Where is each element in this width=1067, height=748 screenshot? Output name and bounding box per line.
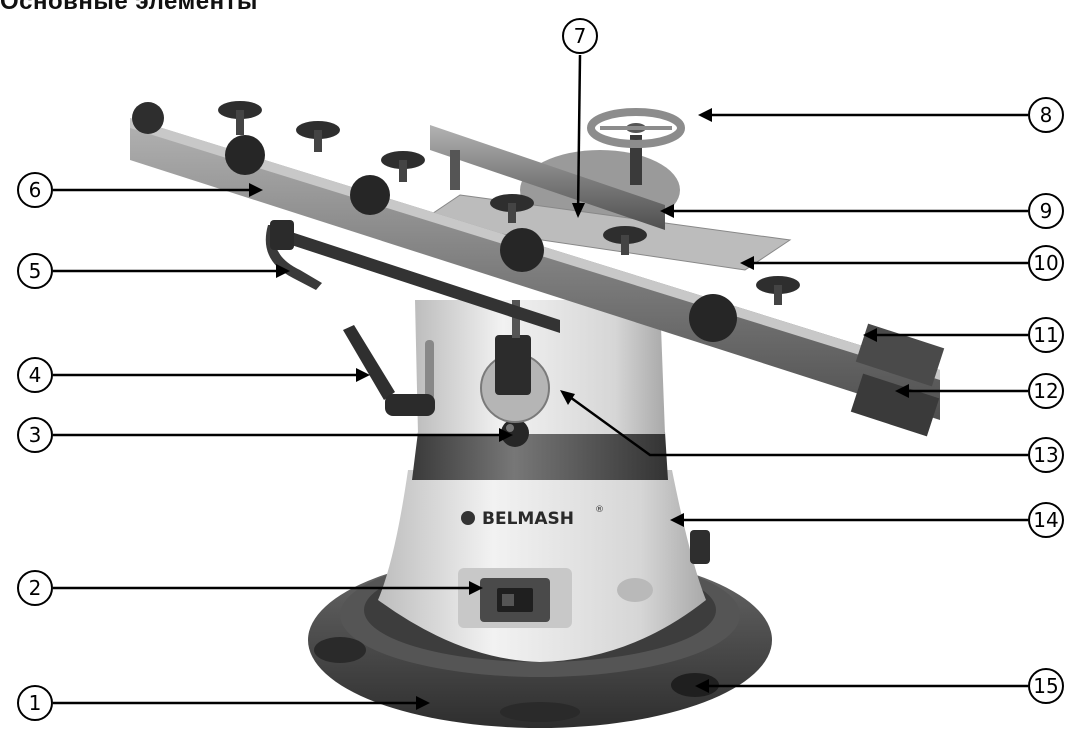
callout-3: 3 — [17, 417, 53, 453]
knife-guard — [430, 125, 665, 230]
callout-14: 14 — [1028, 502, 1064, 538]
star-knob — [296, 121, 340, 152]
callout-5: 5 — [17, 253, 53, 289]
base-side-nut — [690, 530, 710, 564]
base-mount-hole-left — [314, 637, 366, 663]
arrowhead-9 — [660, 204, 674, 218]
star-knob — [500, 228, 544, 272]
angle-setting-block — [480, 300, 550, 423]
arrowhead-8 — [698, 108, 712, 122]
star-knobs — [132, 101, 800, 342]
callout-10: 10 — [1028, 245, 1064, 281]
callout-label-8: 8 — [1040, 103, 1053, 127]
arrowhead-2 — [469, 581, 483, 595]
arrowhead-3 — [499, 428, 513, 442]
beam-end-clamp — [850, 323, 945, 437]
arrowhead-12 — [895, 384, 909, 398]
callout-label-12: 12 — [1033, 379, 1058, 403]
arrowhead-15 — [695, 679, 709, 693]
callout-label-14: 14 — [1033, 508, 1058, 532]
callout-label-10: 10 — [1033, 251, 1058, 275]
arrowhead-5 — [276, 264, 290, 278]
star-knob — [132, 102, 164, 134]
arrowhead-14 — [670, 513, 684, 527]
locking-lever — [343, 325, 435, 416]
power-switch — [480, 578, 550, 622]
page-title: Основные элементы — [0, 0, 258, 15]
callout-1: 1 — [17, 685, 53, 721]
feed-handwheel — [587, 108, 685, 185]
callout-11: 11 — [1028, 317, 1064, 353]
brand-registered-mark: ® — [595, 505, 604, 515]
leader-lines — [53, 54, 1028, 705]
callout-label-15: 15 — [1033, 674, 1058, 698]
callout-label-2: 2 — [29, 576, 42, 600]
arrowhead-10 — [740, 256, 754, 270]
callout-4: 4 — [17, 357, 53, 393]
callout-15: 15 — [1028, 668, 1064, 704]
arrowhead-13 — [560, 390, 575, 405]
callout-label-5: 5 — [29, 259, 42, 283]
arrowhead-1 — [416, 696, 430, 710]
callout-12: 12 — [1028, 373, 1064, 409]
housing-band — [412, 432, 668, 480]
star-knob — [381, 151, 425, 182]
arrowhead-11 — [863, 328, 877, 342]
star-knob — [225, 135, 265, 175]
callout-label-11: 11 — [1033, 323, 1058, 347]
callout-6: 6 — [17, 172, 53, 208]
star-knob — [756, 276, 800, 305]
star-knob — [490, 194, 534, 223]
callout-label-3: 3 — [29, 423, 42, 447]
callout-8: 8 — [1028, 97, 1064, 133]
arrowhead-6 — [249, 183, 263, 197]
side-clamp — [265, 220, 322, 290]
star-knob — [603, 226, 647, 255]
callout-label-13: 13 — [1033, 443, 1058, 467]
callout-label-1: 1 — [29, 691, 42, 715]
callout-9: 9 — [1028, 193, 1064, 229]
star-knob — [350, 175, 390, 215]
arrowhead-4 — [356, 368, 370, 382]
brand-name: BELMASH — [482, 509, 574, 529]
leader-line-13 — [562, 390, 1028, 457]
leader-arrowheads — [249, 108, 909, 710]
star-knob — [689, 294, 737, 342]
callout-label-9: 9 — [1040, 199, 1053, 223]
star-knob — [218, 101, 262, 135]
brand-logo: BELMASH ® — [461, 505, 604, 529]
callout-label-6: 6 — [29, 178, 42, 202]
callout-label-4: 4 — [29, 363, 42, 387]
callout-2: 2 — [17, 570, 53, 606]
callout-label-7: 7 — [574, 24, 587, 48]
callout-markers: 1 2 3 4 5 6 7 8 9 10 11 12 13 14 15 — [17, 18, 1064, 721]
callout-13: 13 — [1028, 437, 1064, 473]
arrowhead-7 — [572, 203, 585, 218]
callout-7: 7 — [562, 18, 598, 54]
leader-line-7 — [576, 54, 582, 216]
